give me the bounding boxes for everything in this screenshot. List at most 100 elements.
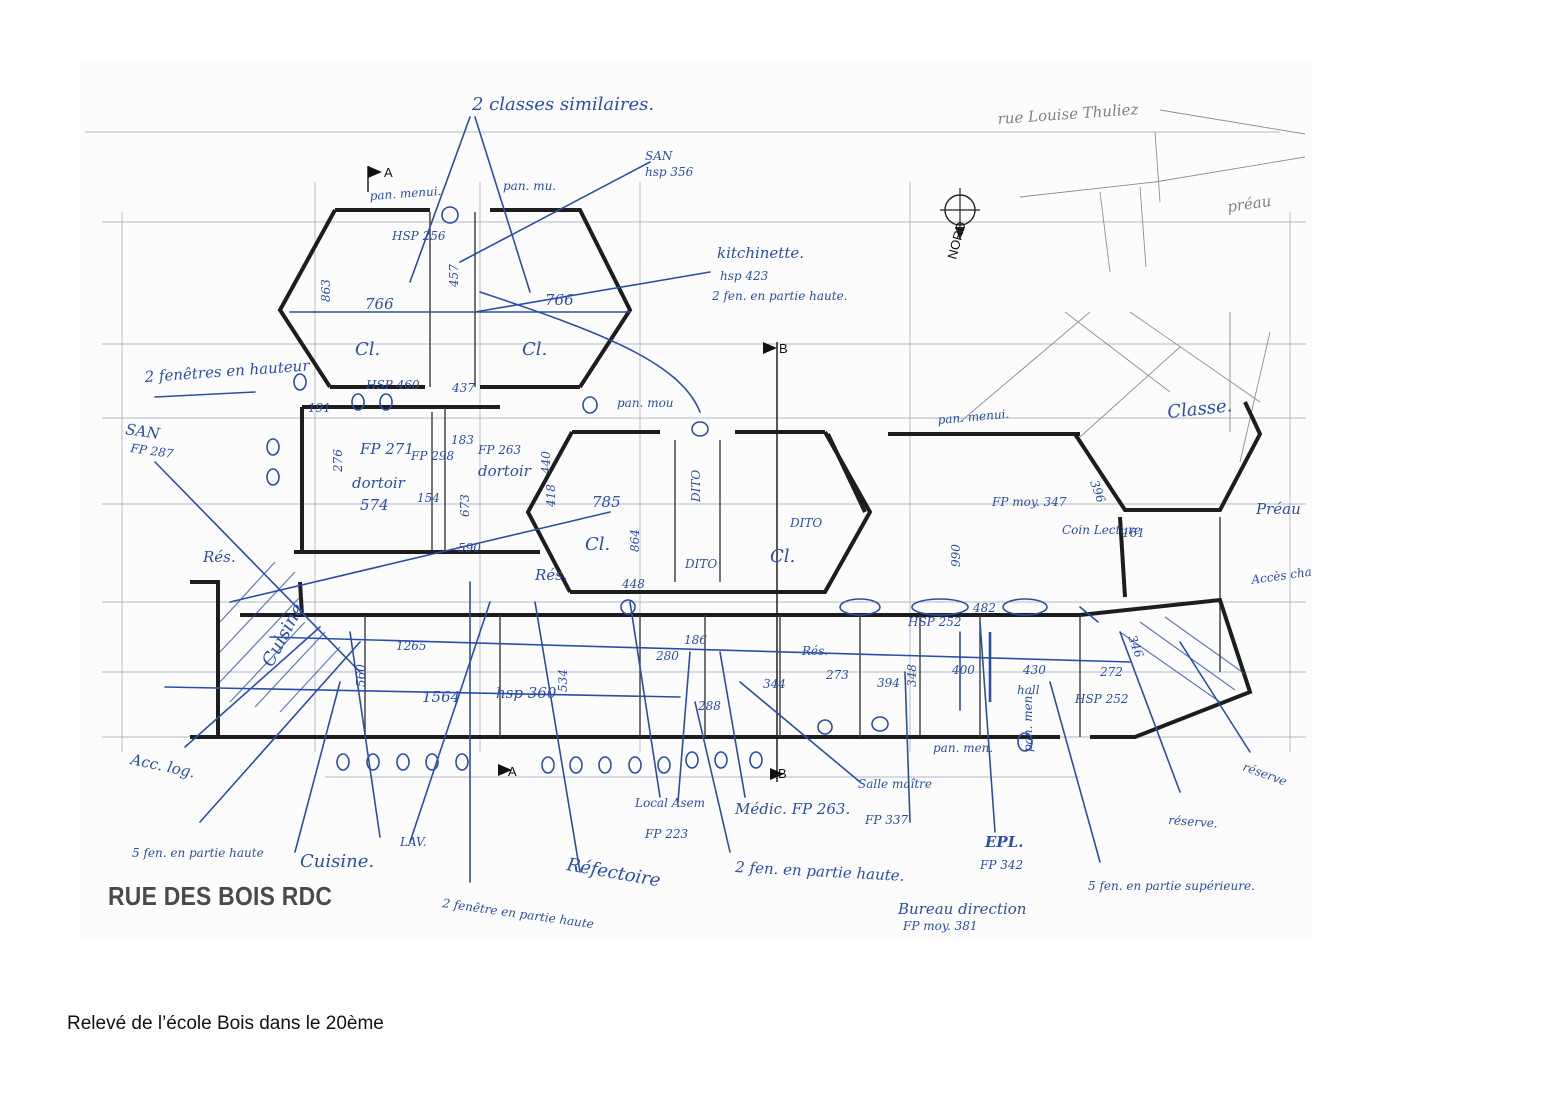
- note-pan-menui-right: pan. menui.: [937, 407, 1010, 427]
- note-dim-394: 394: [877, 676, 900, 690]
- note-dito-3: DITO: [789, 516, 822, 530]
- note-dim-288: 288: [697, 699, 721, 713]
- grid-lines: [85, 131, 1306, 778]
- note-dim-534: 534: [556, 669, 570, 692]
- note-kitchinette-hsp: hsp 423: [720, 269, 769, 283]
- note-san-top: SAN: [645, 149, 673, 163]
- note-dim-1564: 1564: [422, 688, 460, 706]
- note-dim-154: 154: [417, 491, 440, 505]
- note-dim-400: 400: [951, 663, 975, 677]
- note-dito-2: DITO: [684, 557, 717, 571]
- note-dim-766-left: 766: [365, 295, 394, 313]
- note-pan-menui: pan. menui.: [369, 184, 442, 203]
- note-hsp-460: HSP 460: [365, 378, 420, 392]
- note-bureau-fp: FP moy. 381: [902, 919, 978, 933]
- note-dortoir-1: dortoir: [352, 474, 406, 492]
- note-epl: EPL.: [984, 833, 1023, 851]
- note-acces-chauff: Accès chauff.: [1249, 562, 1312, 587]
- note-reserve-1: réserve.: [1168, 813, 1218, 830]
- note-cl-middle: Cl.: [585, 534, 610, 555]
- note-dim-448: 448: [621, 577, 645, 591]
- note-dim-482: 482: [972, 601, 996, 615]
- note-pan-mu: pan. mu.: [503, 179, 556, 193]
- note-hsp-256: HSP 256: [391, 229, 446, 243]
- note-dim-344: 344: [763, 677, 786, 691]
- note-dim-590: 590: [458, 541, 481, 555]
- note-pan-men: pan. men.: [933, 741, 993, 755]
- note-dim-673: 673: [458, 494, 472, 517]
- north-arrow: NORD: [940, 188, 980, 261]
- note-kitchinette-fen: 2 fen. en partie haute.: [711, 289, 848, 303]
- note-dim-1265: 1265: [396, 639, 427, 653]
- note-fp-263: FP 263: [477, 443, 521, 457]
- section-markers: A B A B: [367, 165, 788, 782]
- note-dim-191: 191: [308, 401, 331, 415]
- note-san-left-fp: FP 287: [129, 441, 175, 461]
- street-name-label: rue Louise Thuliez: [997, 100, 1139, 128]
- north-label: NORD: [944, 220, 968, 261]
- note-fenetres-hauteur: 2 fenêtres en hauteur: [143, 356, 311, 386]
- preau-pencil-label: préau: [1226, 192, 1272, 216]
- note-lav: LAV.: [399, 835, 426, 849]
- note-fen-2-haute: 2 fen. en partie haute.: [734, 858, 905, 885]
- note-res-right: Rés.: [801, 644, 828, 658]
- note-kitchinette: kitchinette.: [717, 244, 804, 262]
- building-walls: [190, 206, 1263, 774]
- note-fen-5-sup: 5 fen. en partie supérieure.: [1088, 879, 1255, 893]
- note-dim-785: 785: [592, 493, 621, 511]
- note-dim-273: 273: [825, 668, 849, 682]
- note-classes-similaires: 2 classes similaires.: [471, 94, 654, 115]
- note-cuisine-label: Cuisine.: [300, 851, 374, 872]
- note-preau-right: Préau: [1255, 500, 1301, 518]
- note-dim-348: 348: [905, 664, 919, 687]
- note-fenetres-2: 2 fenêtre en partie haute: [441, 896, 595, 931]
- note-san-top-hsp: hsp 356: [645, 165, 694, 179]
- note-local-asem-fp: FP 223: [644, 827, 688, 841]
- note-fp-271: FP 271: [359, 440, 414, 458]
- pencil-sketch: rue Louise Thuliez préau: [959, 100, 1306, 463]
- note-classe-right: Classe.: [1166, 395, 1233, 423]
- note-medic: Médic. FP 263.: [734, 800, 850, 818]
- note-dim-276: 276: [331, 449, 345, 473]
- note-hsp-360: hsp 360: [496, 684, 557, 702]
- note-fen-5-haute: 5 fen. en partie haute: [132, 846, 264, 860]
- note-hall: hall: [1017, 683, 1040, 697]
- note-dim-272: 272: [1099, 665, 1123, 679]
- note-dim-864: 864: [628, 529, 642, 552]
- section-a-top: A: [384, 165, 393, 180]
- note-cl-centre: Cl.: [770, 546, 795, 567]
- note-dim-457: 457: [447, 264, 461, 288]
- note-dim-440: 440: [539, 451, 553, 475]
- page-caption: Relevé de l’école Bois dans le 20ème: [67, 1013, 384, 1034]
- note-epl-fp: FP 342: [979, 858, 1023, 872]
- note-dim-280: 280: [655, 649, 679, 663]
- note-salle-maitre: Salle maître: [858, 777, 932, 791]
- note-san-left: SAN: [124, 420, 161, 443]
- note-dim-430: 430: [1022, 663, 1046, 677]
- note-dim-990: 990: [949, 544, 963, 567]
- note-bureau-direction: Bureau direction: [897, 900, 1026, 918]
- note-cl-right: Cl.: [522, 339, 547, 360]
- note-dim-161: 161: [1122, 526, 1145, 540]
- note-dim-183: 183: [451, 433, 474, 447]
- note-res-left: Rés.: [202, 548, 236, 566]
- note-reserve-2: réserve: [1241, 760, 1289, 789]
- note-hsp-252-mid: HSP 252: [907, 615, 961, 629]
- note-dim-418: 418: [544, 484, 558, 508]
- note-dim-437: 437: [451, 381, 475, 395]
- note-fp-298: FP 298: [410, 449, 454, 463]
- note-res-middle: Rés.: [534, 566, 568, 584]
- note-dim-863: 863: [319, 279, 333, 302]
- note-dortoir-1-area: 574: [360, 496, 389, 514]
- note-dim-560: 560: [354, 664, 368, 687]
- note-dim-766-right: 766: [545, 291, 574, 309]
- note-refectoire: Réfectoire: [564, 854, 662, 891]
- section-a-bottom: A: [508, 764, 517, 779]
- note-coin-lecture: Coin Lecture: [1062, 523, 1141, 537]
- note-cl-left: Cl.: [355, 339, 380, 360]
- note-local-asem: Local Asem: [634, 796, 705, 810]
- annotation-leaders: [154, 116, 1251, 883]
- note-dito-1: DITO: [689, 470, 703, 503]
- note-hsp-252-right: HSP 252: [1074, 692, 1128, 706]
- note-acc-log: Acc. log.: [127, 750, 197, 782]
